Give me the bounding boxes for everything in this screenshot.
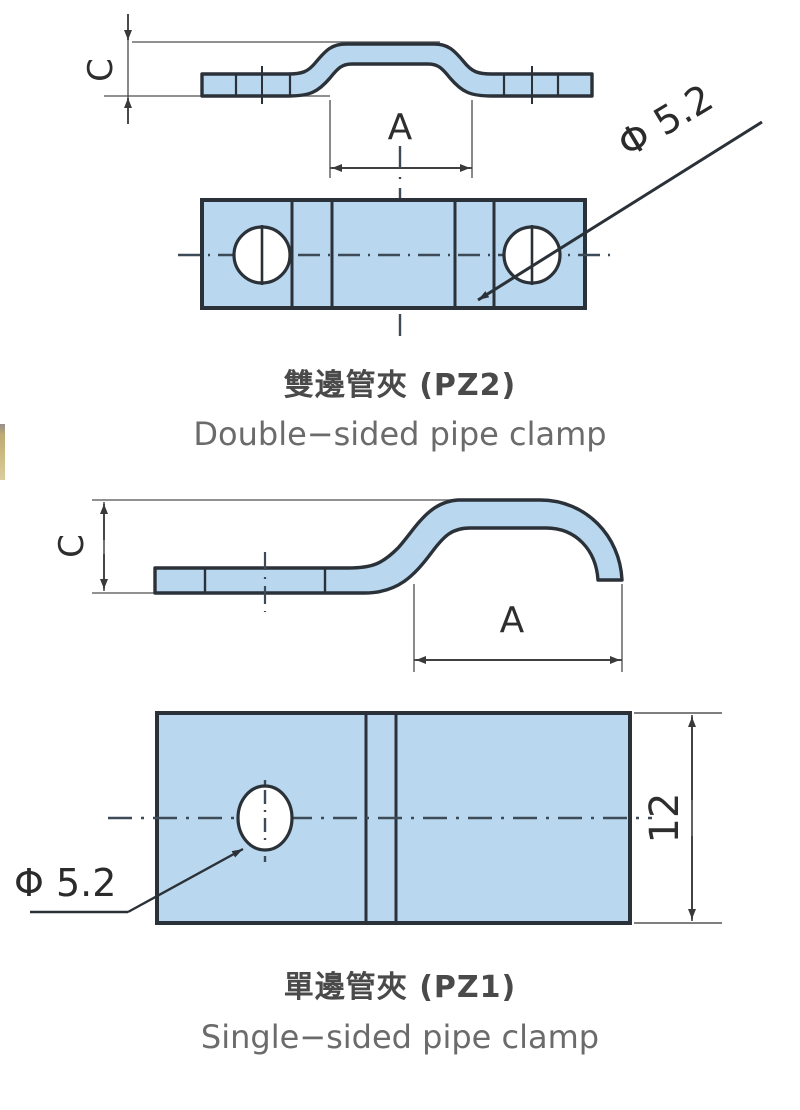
pz1-hole [236, 780, 294, 862]
caption-pz1-chinese: 單邊管夾 (PZ1) [283, 970, 517, 1005]
pz2-plate-dividers [290, 200, 496, 308]
caption-pz2-chinese: 雙邊管夾 (PZ2) [283, 368, 517, 403]
dim-a-pz2-label: A [388, 107, 413, 148]
pz2-side-body [200, 42, 594, 104]
dim-c-pz1-label: C [52, 534, 92, 558]
dim-12-pz1-label: 12 [642, 793, 688, 844]
pz1-diameter-leader [30, 847, 244, 914]
pz2-hole-left [232, 225, 292, 285]
dia-pz2-label: Φ 5.2 [610, 76, 720, 166]
dimension-c-pz2: C [81, 14, 440, 124]
view-pz2-side-elevation: C A [81, 14, 594, 178]
dimension-12-pz1: 12 [634, 712, 722, 924]
view-pz1-side-elevation: C A [52, 498, 624, 672]
caption-pz2-english: Double−sided pipe clamp [193, 415, 607, 453]
caption-pz1-english: Single−sided pipe clamp [200, 1018, 600, 1056]
pz2-diameter-leader [477, 120, 763, 302]
dia-pz1-label: Φ 5.2 [14, 861, 116, 905]
page-edge-artifact [0, 424, 5, 480]
pz2-hole-right [502, 225, 562, 285]
view-pz1-top-plan: Φ 5.2 12 [14, 711, 722, 925]
pz1-side-body [153, 498, 624, 612]
dim-a-pz1-label: A [500, 600, 525, 641]
dimension-a-pz1: A [413, 584, 623, 672]
view-pz2-top-plan: Φ 5.2 [178, 76, 763, 338]
dim-c-pz2-label: C [81, 58, 121, 82]
